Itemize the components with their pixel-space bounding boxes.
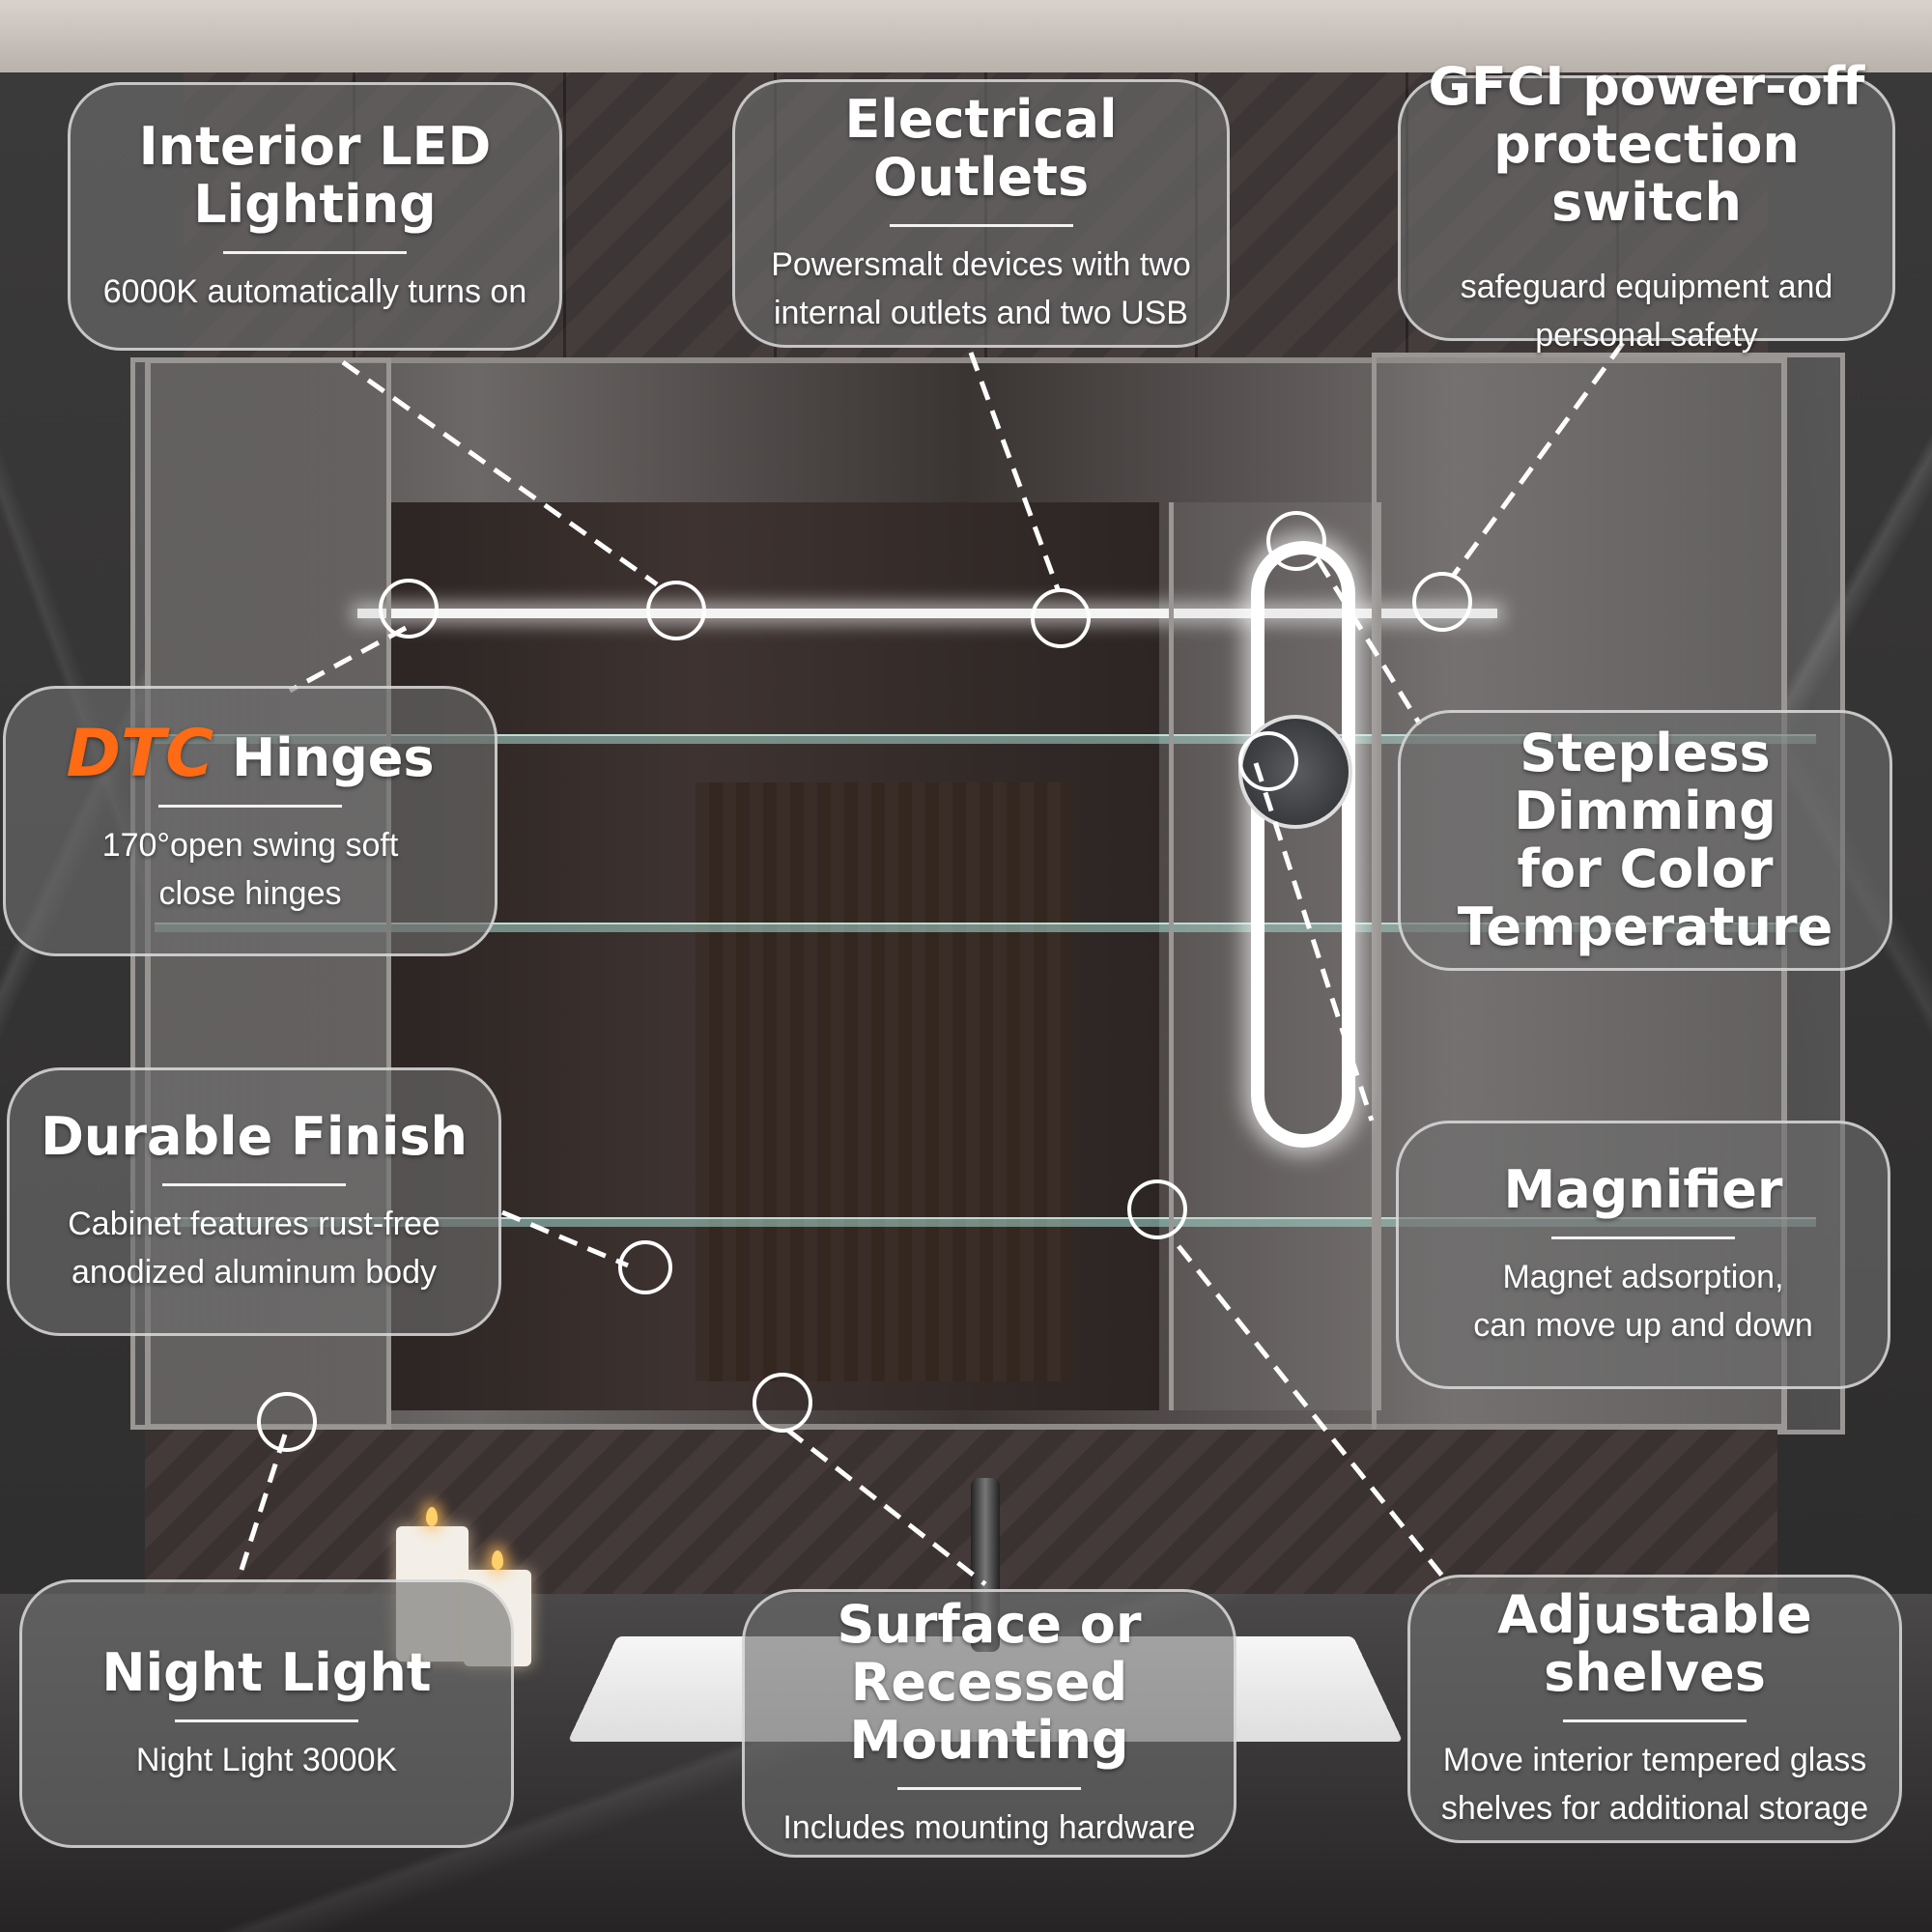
feature-title: DTC Hinges: [66, 715, 435, 792]
divider: [889, 223, 1073, 227]
feature-title: Durable Finish: [41, 1105, 468, 1167]
target-ring: [257, 1392, 317, 1452]
divider: [162, 1182, 346, 1186]
ceiling: [0, 0, 1932, 72]
divider: [1551, 1236, 1735, 1239]
feature-card-stepless-dimming: Stepless Dimming for Color Temperature: [1398, 710, 1892, 971]
feature-description: Powersmalt devices with two internal out…: [771, 245, 1191, 331]
feature-description: Night Light 3000K: [135, 1741, 398, 1778]
feature-card-hinges: DTC Hinges 170°open swing soft close hin…: [3, 686, 497, 956]
target-ring: [1127, 1179, 1187, 1239]
feature-card-adjustable-shelves: Adjustable shelves Move interior tempere…: [1407, 1575, 1902, 1843]
feature-description: 6000K automatically turns on: [102, 272, 527, 310]
target-ring: [1031, 588, 1091, 648]
target-ring: [646, 581, 706, 640]
divider: [897, 1786, 1081, 1790]
feature-description: Magnet adsorption, can move up and down: [1473, 1258, 1813, 1344]
feature-title: Adjustable shelves: [1497, 1583, 1812, 1703]
feature-card-mounting: Surface or Recessed Mounting Includes mo…: [742, 1589, 1236, 1858]
feature-title: Night Light: [101, 1641, 432, 1703]
feature-card-magnifier: Magnifier Magnet adsorption, can move up…: [1396, 1121, 1890, 1389]
glass-shelf: [155, 923, 1816, 932]
feature-card-interior-led: Interior LED Lighting 6000K automaticall…: [68, 82, 562, 351]
feature-card-durable-finish: Durable Finish Cabinet features rust-fre…: [7, 1067, 501, 1336]
feature-card-night-light: Night Light Night Light 3000K: [19, 1579, 514, 1848]
feature-card-electrical-outlets: Electrical Outlets Powersmalt devices wi…: [732, 79, 1230, 348]
divider: [1563, 1719, 1747, 1722]
feature-title: GFCI power-off protection switch: [1428, 55, 1865, 233]
target-ring: [379, 579, 439, 639]
feature-title: Electrical Outlets: [844, 88, 1118, 208]
target-ring: [1238, 731, 1298, 791]
feature-description: Cabinet features rust-free anodized alum…: [68, 1205, 440, 1291]
feature-title: Stepless Dimming for Color Temperature: [1457, 723, 1833, 957]
candle-flame: [492, 1550, 503, 1570]
divider: [175, 1719, 358, 1722]
interior-led-strip: [357, 609, 1497, 618]
target-ring: [753, 1373, 812, 1433]
divider: [158, 804, 342, 808]
feature-description: Move interior tempered glass shelves for…: [1440, 1741, 1869, 1827]
target-ring: [1266, 511, 1326, 571]
target-ring: [618, 1240, 672, 1294]
glass-shelf: [155, 734, 1816, 744]
feature-description: safeguard equipment and personal safety: [1460, 268, 1833, 354]
feature-title: Magnifier: [1503, 1158, 1783, 1220]
feature-description: Includes mounting hardware: [782, 1808, 1196, 1846]
feature-card-gfci: GFCI power-off protection switch safegua…: [1398, 57, 1895, 354]
feature-title: Interior LED Lighting: [138, 115, 492, 235]
candle-flame: [426, 1507, 438, 1526]
target-ring: [1412, 572, 1472, 632]
feature-title: Surface or Recessed Mounting: [837, 1593, 1142, 1771]
feature-description: 170°open swing soft close hinges: [101, 826, 399, 912]
glass-shelf: [155, 1217, 1816, 1227]
divider: [223, 250, 407, 254]
cabinet-wood-back: [696, 782, 1072, 1381]
brand-logo-dtc: DTC: [66, 715, 214, 792]
